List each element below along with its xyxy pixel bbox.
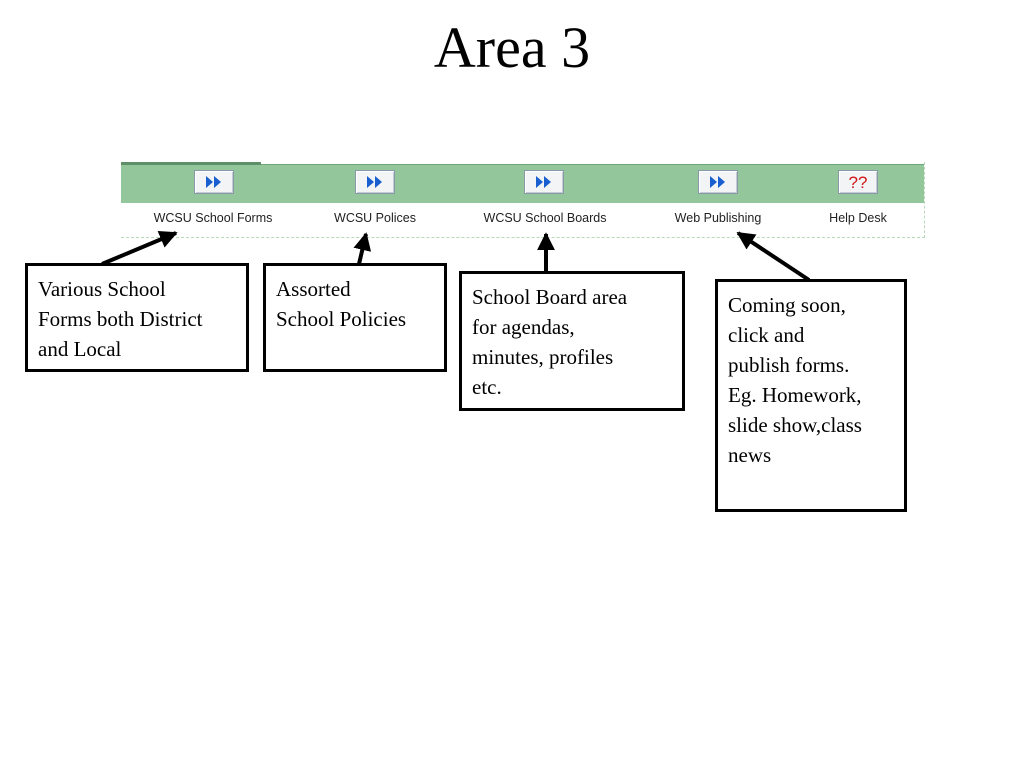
callout-line: news (728, 443, 772, 467)
web-publishing-label[interactable]: Web Publishing (674, 211, 762, 225)
toolbar-band (121, 164, 924, 203)
callout-line: etc. (472, 375, 502, 399)
school-forms-label[interactable]: WCSU School Forms (153, 211, 273, 225)
school-boards-label[interactable]: WCSU School Boards (483, 211, 607, 225)
callout-line: School Policies (276, 307, 407, 331)
toolbar-screenshot: WCSU School Forms WCSU Polices WCSU Scho… (121, 162, 925, 238)
policies-button[interactable] (355, 170, 395, 194)
callout-web-publishing: Coming soon, click and publish forms. Eg… (715, 279, 907, 512)
fast-forward-icon (367, 176, 382, 188)
callout-policies: Assorted School Policies (263, 263, 447, 372)
callout-school-boards: School Board area for agendas, minutes, … (459, 271, 685, 411)
toolbar-tab-edge (121, 162, 261, 165)
arrow-policies (353, 232, 372, 265)
web-publishing-button[interactable] (698, 170, 738, 194)
callout-line: minutes, profiles (472, 345, 614, 369)
fast-forward-icon (536, 176, 551, 188)
slide-title: Area 3 (433, 15, 591, 80)
callout-line: slide show,class (728, 413, 862, 437)
arrow-web-publishing (736, 231, 811, 282)
school-forms-button[interactable] (194, 170, 234, 194)
policies-label[interactable]: WCSU Polices (334, 211, 416, 225)
callout-line: Eg. Homework, (728, 383, 862, 407)
callout-line: School Board area (472, 285, 628, 309)
callout-line: Various School (38, 277, 166, 301)
help-desk-label[interactable]: Help Desk (829, 211, 887, 225)
fast-forward-icon (206, 176, 221, 188)
fast-forward-icon (710, 176, 725, 188)
school-boards-button[interactable] (524, 170, 564, 194)
help-icon: ?? (848, 172, 868, 192)
help-desk-button[interactable]: ?? (838, 170, 878, 194)
callout-line: click and (728, 323, 805, 347)
callout-line: Assorted (276, 277, 351, 301)
callout-school-forms: Various School Forms both District and L… (25, 263, 249, 372)
callout-line: for agendas, (472, 315, 575, 339)
callout-line: and Local (38, 337, 122, 361)
callout-line: Coming soon, (728, 293, 846, 317)
callout-line: publish forms. (728, 353, 850, 377)
callout-line: Forms both District (38, 307, 203, 331)
arrow-school-forms (101, 230, 178, 266)
